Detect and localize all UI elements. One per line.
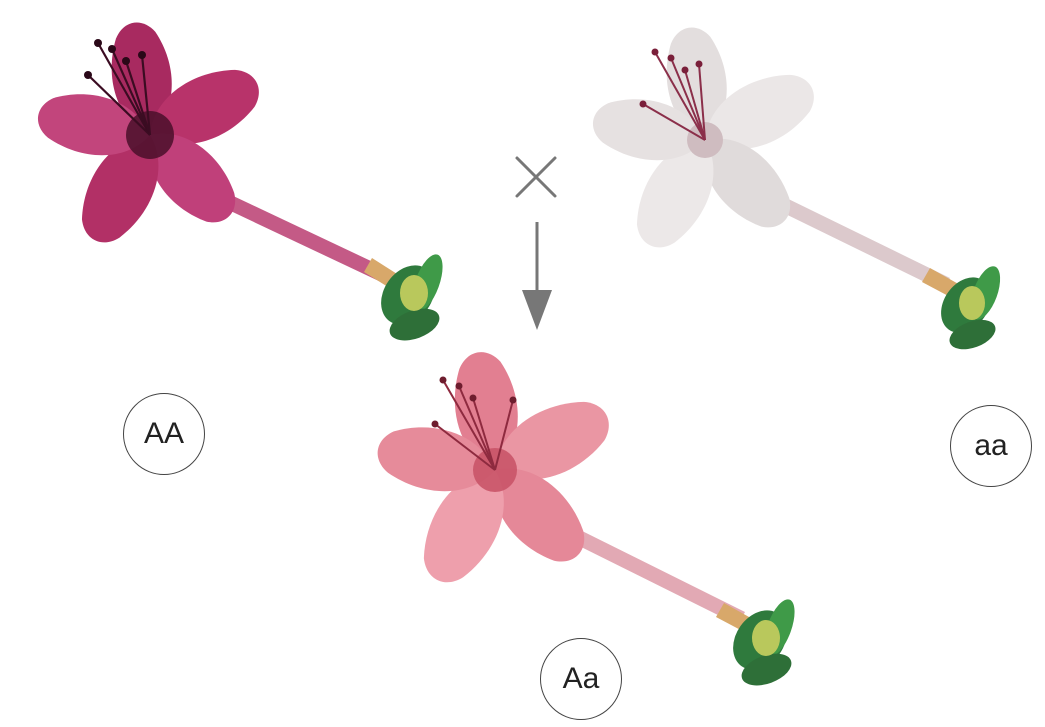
genotype-label-offspring: Aa	[540, 638, 622, 720]
cross-icon	[517, 158, 555, 196]
down-arrow-icon	[522, 222, 552, 330]
flower-aa-dominant	[34, 18, 449, 347]
genotype-text: aa	[974, 429, 1007, 463]
genotype-label-aa-dominant: AA	[123, 393, 205, 475]
genotype-text: Aa	[563, 662, 600, 696]
genotype-text: AA	[144, 417, 184, 451]
genotype-label-aa-recessive: aa	[950, 405, 1032, 487]
flower-aa-recessive	[589, 23, 1006, 355]
